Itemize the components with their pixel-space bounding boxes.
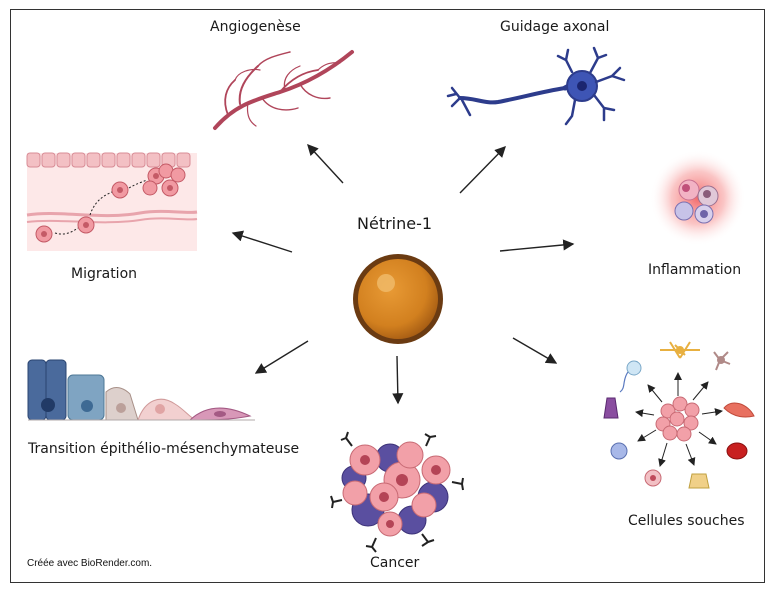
label-stem-cells: Cellules souches xyxy=(628,513,745,529)
stem-cells-icon xyxy=(603,341,755,489)
blood-vessel-icon xyxy=(213,50,354,130)
label-angiogenesis: Angiogenèse xyxy=(210,19,301,35)
center-label: Nétrine-1 xyxy=(357,214,433,233)
arrow-migration xyxy=(231,230,293,253)
label-axon-guidance: Guidage axonal xyxy=(500,19,610,35)
arrow-stem-cells xyxy=(512,337,558,364)
arrow-cancer xyxy=(392,355,404,405)
label-inflammation: Inflammation xyxy=(648,262,742,278)
arrows xyxy=(231,143,575,405)
emt-cells-icon xyxy=(27,359,255,421)
migration-vessel-icon xyxy=(26,152,198,251)
label-cancer: Cancer xyxy=(370,555,420,571)
inflammation-cells-icon xyxy=(650,150,746,246)
label-migration: Migration xyxy=(71,266,138,282)
arrow-axon-guidance xyxy=(459,145,506,194)
arrow-emt xyxy=(254,340,309,374)
neuron-icon xyxy=(446,46,626,126)
netrin-cell-icon xyxy=(353,254,443,344)
arrow-angiogenesis xyxy=(307,143,344,184)
cancer-cells-icon xyxy=(330,431,464,553)
label-emt: Transition épithélio-mésenchymateuse xyxy=(28,441,300,457)
biorender-credit: Créée avec BioRender.com. xyxy=(27,558,153,569)
arrow-inflammation xyxy=(499,239,575,252)
